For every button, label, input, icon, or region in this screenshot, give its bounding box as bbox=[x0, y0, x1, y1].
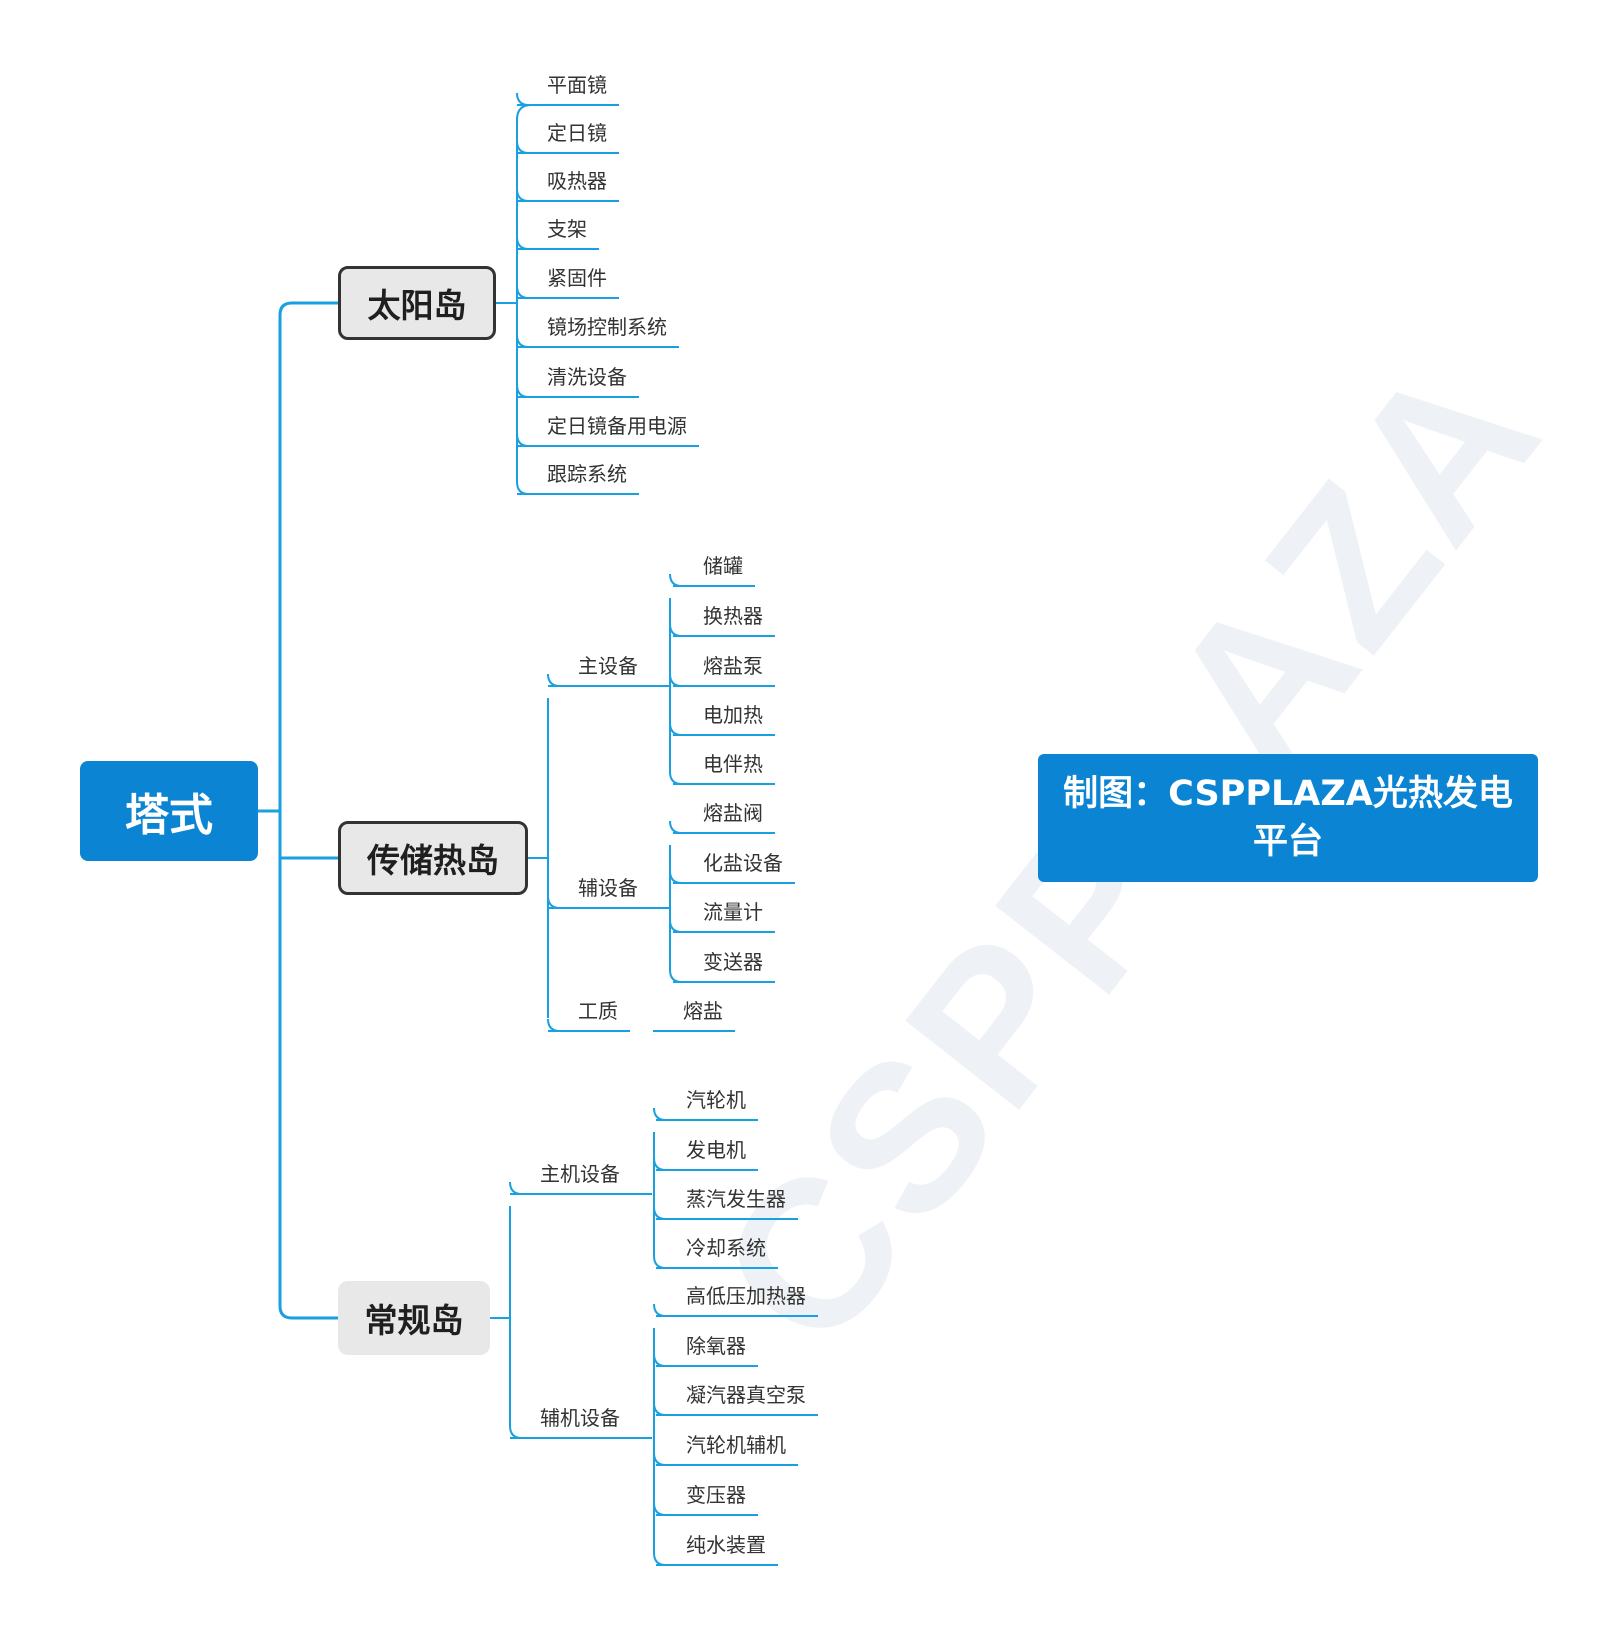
group-label-storage-0[interactable]: 主设备 bbox=[578, 654, 638, 678]
connector-line bbox=[669, 673, 683, 687]
connector-line bbox=[653, 1206, 667, 1220]
leaf-aux-machine-4[interactable]: 变压器 bbox=[686, 1483, 746, 1507]
connector-line bbox=[653, 1157, 667, 1171]
connector-line bbox=[653, 1502, 667, 1516]
leaf-solar-3[interactable]: 支架 bbox=[547, 217, 587, 241]
connector-line bbox=[653, 1107, 667, 1121]
connector-line bbox=[509, 1181, 523, 1195]
connector-line bbox=[516, 236, 530, 250]
leaf-main-equip-0[interactable]: 储罐 bbox=[703, 554, 743, 578]
group-label-conventional-0[interactable]: 主机设备 bbox=[540, 1162, 620, 1186]
connector-line bbox=[547, 673, 561, 687]
connector-line bbox=[653, 1552, 667, 1566]
connector-line bbox=[516, 188, 530, 202]
leaf-solar-7[interactable]: 定日镜备用电源 bbox=[547, 414, 687, 438]
connector-line bbox=[669, 722, 683, 736]
root-node[interactable]: 塔式 bbox=[80, 761, 258, 861]
leaf-main-machine-3[interactable]: 冷却系统 bbox=[686, 1236, 766, 1260]
connector-line bbox=[278, 301, 293, 1320]
leaf-main-machine-2[interactable]: 蒸汽发生器 bbox=[686, 1187, 786, 1211]
group-label-storage-2[interactable]: 工质 bbox=[578, 999, 618, 1023]
connector-line bbox=[547, 895, 561, 909]
leaf-solar-2[interactable]: 吸热器 bbox=[547, 169, 607, 193]
leaf-main-machine-0[interactable]: 汽轮机 bbox=[686, 1088, 746, 1112]
leaf-working-medium-0[interactable]: 熔盐 bbox=[683, 999, 723, 1023]
connector-line bbox=[653, 1303, 667, 1317]
leaf-solar-6[interactable]: 清洗设备 bbox=[547, 365, 627, 389]
leaf-main-equip-1[interactable]: 换热器 bbox=[703, 604, 763, 628]
branch-node-conventional-island[interactable]: 常规岛 bbox=[338, 1281, 490, 1355]
connector-line bbox=[669, 573, 683, 587]
group-label-conventional-1[interactable]: 辅机设备 bbox=[540, 1406, 620, 1430]
connector-line bbox=[669, 969, 683, 983]
leaf-solar-0[interactable]: 平面镜 bbox=[547, 73, 607, 97]
leaf-aux-machine-5[interactable]: 纯水装置 bbox=[686, 1533, 766, 1557]
branch-node-solar-island[interactable]: 太阳岛 bbox=[338, 266, 496, 340]
connector-line bbox=[547, 1018, 561, 1032]
connector-line bbox=[669, 771, 683, 785]
branch-node-heat-storage-island[interactable]: 传储热岛 bbox=[338, 821, 528, 895]
connector-line bbox=[653, 1402, 667, 1416]
connector-line bbox=[669, 820, 683, 834]
leaf-aux-machine-0[interactable]: 高低压加热器 bbox=[686, 1284, 806, 1308]
connector-line bbox=[516, 384, 530, 398]
leaf-main-equip-2[interactable]: 熔盐泵 bbox=[703, 654, 763, 678]
connector-line bbox=[509, 1425, 523, 1439]
connector-line bbox=[669, 870, 683, 884]
leaf-main-equip-4[interactable]: 电伴热 bbox=[703, 752, 763, 776]
leaf-aux-equip-3[interactable]: 变送器 bbox=[703, 950, 763, 974]
leaf-aux-equip-1[interactable]: 化盐设备 bbox=[703, 851, 783, 875]
leaf-aux-machine-1[interactable]: 除氧器 bbox=[686, 1334, 746, 1358]
leaf-aux-machine-3[interactable]: 汽轮机辅机 bbox=[686, 1433, 786, 1457]
connector-line bbox=[653, 1452, 667, 1466]
leaf-solar-1[interactable]: 定日镜 bbox=[547, 121, 607, 145]
leaf-main-equip-3[interactable]: 电加热 bbox=[703, 703, 763, 727]
connector-line bbox=[516, 104, 532, 121]
leaf-solar-4[interactable]: 紧固件 bbox=[547, 266, 607, 290]
connector-line bbox=[516, 334, 530, 348]
credit-banner-line2: 平台 bbox=[1252, 822, 1323, 862]
connector-line bbox=[516, 92, 530, 106]
connector-line bbox=[669, 623, 683, 637]
connector-line bbox=[653, 1255, 667, 1269]
connector-line bbox=[516, 433, 530, 447]
credit-banner: 制图：CSPPLAZA光热发电 平台 bbox=[1038, 754, 1538, 882]
leaf-solar-8[interactable]: 跟踪系统 bbox=[547, 462, 627, 486]
connector-line bbox=[516, 140, 530, 154]
connector-line bbox=[653, 1353, 667, 1367]
leaf-main-machine-1[interactable]: 发电机 bbox=[686, 1138, 746, 1162]
leaf-aux-equip-2[interactable]: 流量计 bbox=[703, 900, 763, 924]
connector-line bbox=[669, 919, 683, 933]
group-label-storage-1[interactable]: 辅设备 bbox=[578, 876, 638, 900]
leaf-aux-machine-2[interactable]: 凝汽器真空泵 bbox=[686, 1383, 806, 1407]
leaf-solar-5[interactable]: 镜场控制系统 bbox=[547, 315, 667, 339]
connector-line bbox=[516, 481, 530, 495]
connector-line bbox=[516, 285, 530, 299]
credit-banner-line1: 制图：CSPPLAZA光热发电 bbox=[1063, 774, 1513, 814]
leaf-aux-equip-0[interactable]: 熔盐阀 bbox=[703, 801, 763, 825]
